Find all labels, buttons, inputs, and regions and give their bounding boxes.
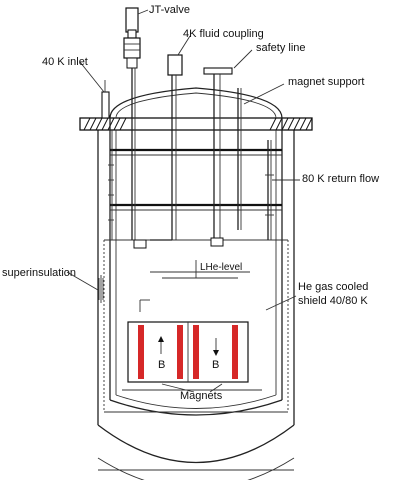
flange-hatch-line [281, 117, 289, 131]
safety-line [203, 67, 233, 247]
field-label-right: B [212, 359, 219, 371]
fluid-coupling-4k [133, 54, 183, 249]
top-flange [79, 117, 313, 131]
inlet-40k-label: 40 K inlet [42, 56, 88, 68]
flange-hatch-line [101, 117, 109, 131]
superinsulation-label: superinsulation [2, 267, 76, 279]
flange-hatch-line [299, 117, 307, 131]
flange-hatch-line [89, 117, 97, 131]
shield-label-line2: shield 40/80 K [298, 295, 368, 307]
safety-line-label: safety line [256, 42, 306, 54]
magnet-support-label: magnet support [288, 76, 364, 88]
jt-valve [123, 7, 141, 240]
flange-hatch-line [119, 117, 127, 131]
magnet-coil-right-outer [193, 325, 199, 379]
return-flow-80k-tube [265, 140, 274, 240]
magnet-coil-right-inner [232, 325, 238, 379]
return-flow-label: 80 K return flow [302, 173, 379, 185]
magnet-coil-left-outer [138, 325, 144, 379]
magnet-coil-left-inner [177, 325, 183, 379]
field-label-left: B [158, 359, 165, 371]
flange-hatch-line [293, 117, 301, 131]
shield-label-line1: He gas cooled [298, 281, 368, 293]
flange-hatch-line [305, 117, 313, 131]
flange-hatch-line [107, 117, 115, 131]
fluid-coupling-label: 4K fluid coupling [183, 28, 264, 40]
flange-hatch-line [83, 117, 91, 131]
lhe-level-label: LHe-level [200, 262, 242, 273]
flange-hatch-line [269, 117, 277, 131]
magnet-support-rod [237, 88, 242, 230]
superinsulation-wraps [98, 275, 104, 303]
lhe-level-indicator [139, 260, 250, 312]
magnets-label: Magnets [180, 390, 223, 402]
inlet-40k [101, 80, 114, 240]
flange-hatch-line [287, 117, 295, 131]
helium-vessel [109, 87, 283, 416]
flange-hatch-line [95, 117, 103, 131]
leader-lines [66, 9, 300, 393]
labels: JT-valve 4K fluid coupling safety line 4… [2, 4, 379, 402]
flange-hatch-line [113, 117, 121, 131]
jt-valve-label: JT-valve [149, 4, 190, 16]
flange-hatch-line [275, 117, 283, 131]
outer-vessel [97, 130, 295, 480]
magnet-assembly [122, 321, 262, 391]
